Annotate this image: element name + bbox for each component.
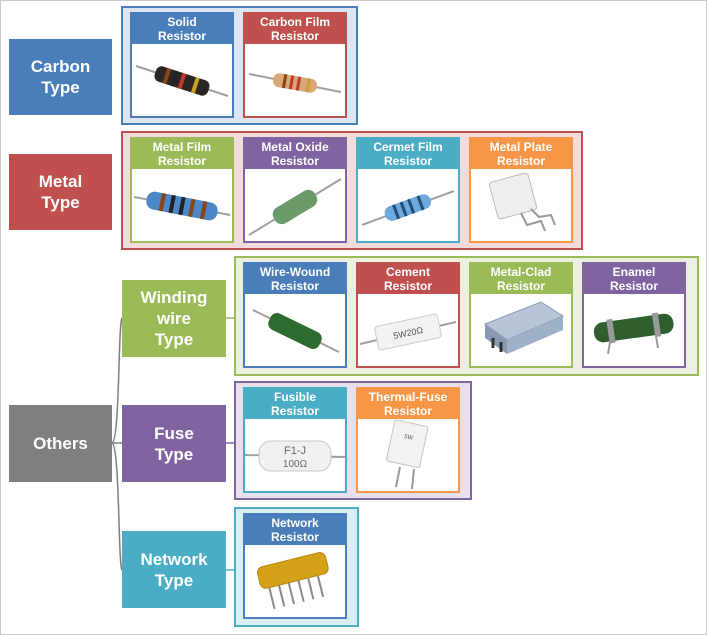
card-title: Cermet Film Resistor: [358, 139, 458, 169]
axial-resistor-dark-icon: [135, 65, 229, 97]
card-title: Network Resistor: [245, 515, 345, 545]
card-title: Metal-Clad Resistor: [471, 264, 571, 294]
card-fusible-resistor: Fusible Resistor F1-J 100Ω: [243, 387, 347, 493]
category-others: Others: [9, 405, 112, 482]
category-winding-wire-type: Winding wire Type: [122, 280, 226, 357]
card-enamel-resistor: Enamel Resistor: [582, 262, 686, 368]
card-title: Thermal-Fuse Resistor: [358, 389, 458, 419]
block-resistor-white-icon: [488, 172, 556, 232]
card-title: Carbon Film Resistor: [245, 14, 345, 44]
card-title: Metal Film Resistor: [132, 139, 232, 169]
enamel-resistor-icon: [593, 312, 674, 355]
category-network-type: Network Type: [122, 531, 226, 608]
card-metal-clad-resistor: Metal-Clad Resistor: [469, 262, 573, 368]
card-title: Metal Plate Resistor: [471, 139, 571, 169]
network-resistor-icon: [256, 552, 329, 610]
fusible-resistor-icon: F1-J 100Ω: [245, 440, 345, 472]
card-metal-plate-resistor: Metal Plate Resistor: [469, 137, 573, 243]
card-title: Fusible Resistor: [245, 389, 345, 419]
axial-resistor-blue-icon: [133, 191, 231, 221]
svg-text:100Ω: 100Ω: [283, 459, 308, 470]
metal-clad-resistor-icon: [483, 301, 565, 354]
card-cermet-film-resistor: Cermet Film Resistor: [356, 137, 460, 243]
card-metal-film-resistor: Metal Film Resistor: [130, 137, 234, 243]
category-metal-type: Metal Type: [9, 154, 112, 230]
cement-resistor-icon: 5W20Ω: [359, 313, 457, 351]
card-thermal-fuse-resistor: Thermal-Fuse Resistor 5W: [356, 387, 460, 493]
card-network-resistor: Network Resistor: [243, 513, 347, 619]
card-cement-resistor: Cement Resistor 5W20Ω: [356, 262, 460, 368]
axial-resistor-green-icon: [248, 178, 342, 236]
card-title: Solid Resistor: [132, 14, 232, 44]
card-title: Metal Oxide Resistor: [245, 139, 345, 169]
card-wire-wound-resistor: Wire-Wound Resistor: [243, 262, 347, 368]
card-title: Cement Resistor: [358, 264, 458, 294]
card-metal-oxide-resistor: Metal Oxide Resistor: [243, 137, 347, 243]
card-title: Enamel Resistor: [584, 264, 684, 294]
svg-text:F1-J: F1-J: [284, 445, 306, 457]
axial-resistor-lightblue-icon: [361, 190, 455, 226]
card-solid-resistor: Solid Resistor: [130, 12, 234, 118]
svg-text:5W: 5W: [403, 434, 413, 442]
thermal-fuse-resistor-icon: 5W: [386, 419, 429, 490]
category-carbon-type: Carbon Type: [9, 39, 112, 115]
category-fuse-type: Fuse Type: [122, 405, 226, 482]
card-carbon-film-resistor: Carbon Film Resistor: [243, 12, 347, 118]
axial-resistor-tan-icon: [248, 73, 342, 93]
wire-wound-green-icon: [252, 309, 340, 353]
card-title: Wire-Wound Resistor: [245, 264, 345, 294]
